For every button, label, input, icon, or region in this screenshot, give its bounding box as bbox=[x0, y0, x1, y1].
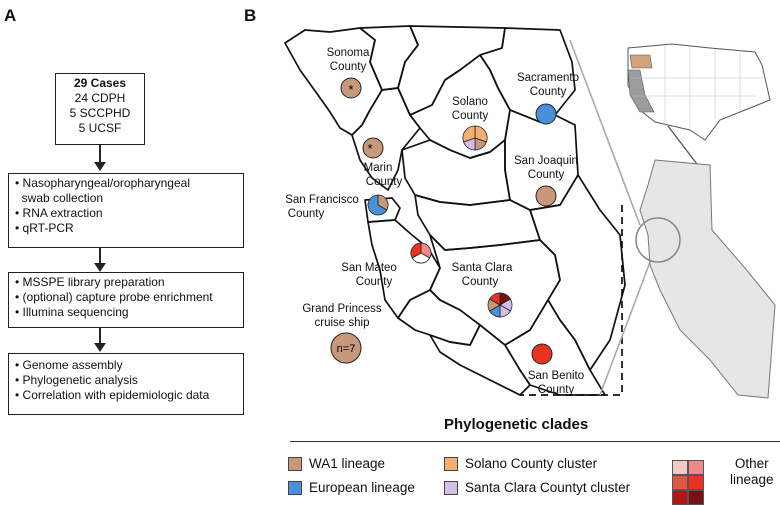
grand-princess-count: n=7 bbox=[337, 343, 356, 355]
legend-item-solano: Solano County cluster bbox=[444, 456, 597, 471]
marin-label: County bbox=[366, 176, 403, 188]
flow-arrow bbox=[94, 145, 106, 171]
other-swatch bbox=[688, 460, 704, 475]
step-line: • Nasopharyngeal/oropharyngeal bbox=[15, 176, 190, 190]
legend-item-european: European lineage bbox=[288, 480, 415, 495]
legend-label: European lineage bbox=[309, 480, 415, 495]
step-line: • RNA extraction bbox=[15, 206, 103, 220]
santa-clara-label: Santa Clara bbox=[452, 262, 513, 274]
sacramento-label: Sacramento bbox=[517, 72, 579, 84]
step-line: • (optional) capture probe enrichment bbox=[15, 290, 213, 304]
cases-line: 5 UCSF bbox=[78, 121, 122, 135]
san-benito-label: San Benito bbox=[528, 370, 584, 382]
santa-clara-swatch bbox=[444, 480, 458, 495]
san-joaquin-marker bbox=[535, 185, 557, 207]
sequencing-step-box: • MSSPE library preparation • (optional)… bbox=[8, 272, 244, 328]
grand-princess-label: cruise ship bbox=[315, 317, 370, 329]
analysis-step-box: • Genome assembly • Phylogenetic analysi… bbox=[8, 353, 244, 415]
other-swatch bbox=[672, 460, 688, 475]
cases-box: 29 Cases 24 CDPH 5 SCCPHD 5 UCSF bbox=[55, 73, 145, 145]
santa-clara-pie bbox=[487, 292, 513, 318]
sonoma-label: Sonoma bbox=[327, 47, 370, 59]
other-lineage-label: Other lineage bbox=[730, 456, 774, 488]
cases-line: 24 CDPH bbox=[74, 91, 126, 105]
legend-label: WA1 lineage bbox=[309, 456, 386, 471]
san-benito-marker bbox=[531, 343, 553, 365]
sacramento-marker bbox=[535, 103, 557, 125]
step-line: • Illumina sequencing bbox=[15, 305, 129, 319]
other-lineage-swatches bbox=[672, 460, 718, 505]
solano-label: County bbox=[452, 110, 489, 122]
legend-label: lineage bbox=[730, 472, 774, 487]
california-outline bbox=[639, 159, 776, 399]
grand-princess-marker bbox=[330, 332, 362, 364]
san-mateo-label: County bbox=[356, 276, 393, 288]
santa-clara-label: County bbox=[462, 276, 499, 288]
solano-label: Solano bbox=[452, 96, 488, 108]
bay-area-highlight bbox=[635, 217, 681, 263]
grand-princess-label: Grand Princess bbox=[302, 303, 382, 315]
legend-label: Other bbox=[734, 456, 769, 471]
solano-swatch bbox=[444, 456, 458, 471]
marin-star: * bbox=[367, 141, 372, 156]
panel-a-letter: A bbox=[4, 6, 17, 25]
sonoma-label: County bbox=[330, 61, 367, 73]
step-line: • Correlation with epidemiologic data bbox=[15, 388, 210, 402]
sample-step-box: • Nasopharyngeal/oropharyngeal swab coll… bbox=[8, 173, 244, 248]
other-swatch bbox=[672, 475, 688, 490]
legend-label: Santa Clara Countyt cluster bbox=[465, 480, 631, 495]
step-line: • Phylogenetic analysis bbox=[15, 373, 138, 387]
marin-label: Marin bbox=[364, 162, 393, 174]
sonoma-star: * bbox=[348, 82, 353, 97]
san-benito-label: County bbox=[538, 384, 575, 396]
step-line: • MSSPE library preparation bbox=[15, 275, 165, 289]
cases-title: 29 Cases bbox=[73, 76, 127, 90]
san-mateo-pie bbox=[410, 242, 432, 264]
step-line: • qRT-PCR bbox=[15, 221, 74, 235]
legend-divider bbox=[290, 441, 780, 442]
sacramento-label: County bbox=[530, 86, 567, 98]
san-francisco-label: County bbox=[288, 208, 325, 220]
other-swatch bbox=[688, 475, 704, 490]
step-line: • Genome assembly bbox=[15, 358, 123, 372]
european-swatch bbox=[288, 480, 302, 495]
legend-title: Phylogenetic clades bbox=[444, 416, 589, 433]
step-line: swab collection bbox=[15, 191, 104, 205]
cases-line: 5 SCCPHD bbox=[69, 106, 131, 120]
flow-arrow bbox=[94, 328, 106, 352]
san-joaquin-label: San Joaquin bbox=[514, 155, 578, 167]
panel-b-letter: B bbox=[244, 6, 257, 25]
legend-item-santa-clara: Santa Clara Countyt cluster bbox=[444, 480, 630, 495]
us-inset-map bbox=[627, 43, 771, 141]
sonoma-marker bbox=[340, 77, 362, 99]
marin-marker bbox=[362, 137, 384, 159]
san-joaquin-label: County bbox=[528, 169, 565, 181]
flow-arrow bbox=[94, 248, 106, 272]
san-francisco-pie bbox=[367, 194, 389, 216]
san-mateo-label: San Mateo bbox=[341, 262, 397, 274]
wa1-swatch bbox=[288, 456, 302, 471]
solano-pie bbox=[462, 125, 488, 151]
legend-label: Solano County cluster bbox=[465, 456, 598, 471]
san-francisco-label: San Francisco bbox=[285, 194, 359, 206]
legend-item-wa1: WA1 lineage bbox=[288, 456, 385, 471]
